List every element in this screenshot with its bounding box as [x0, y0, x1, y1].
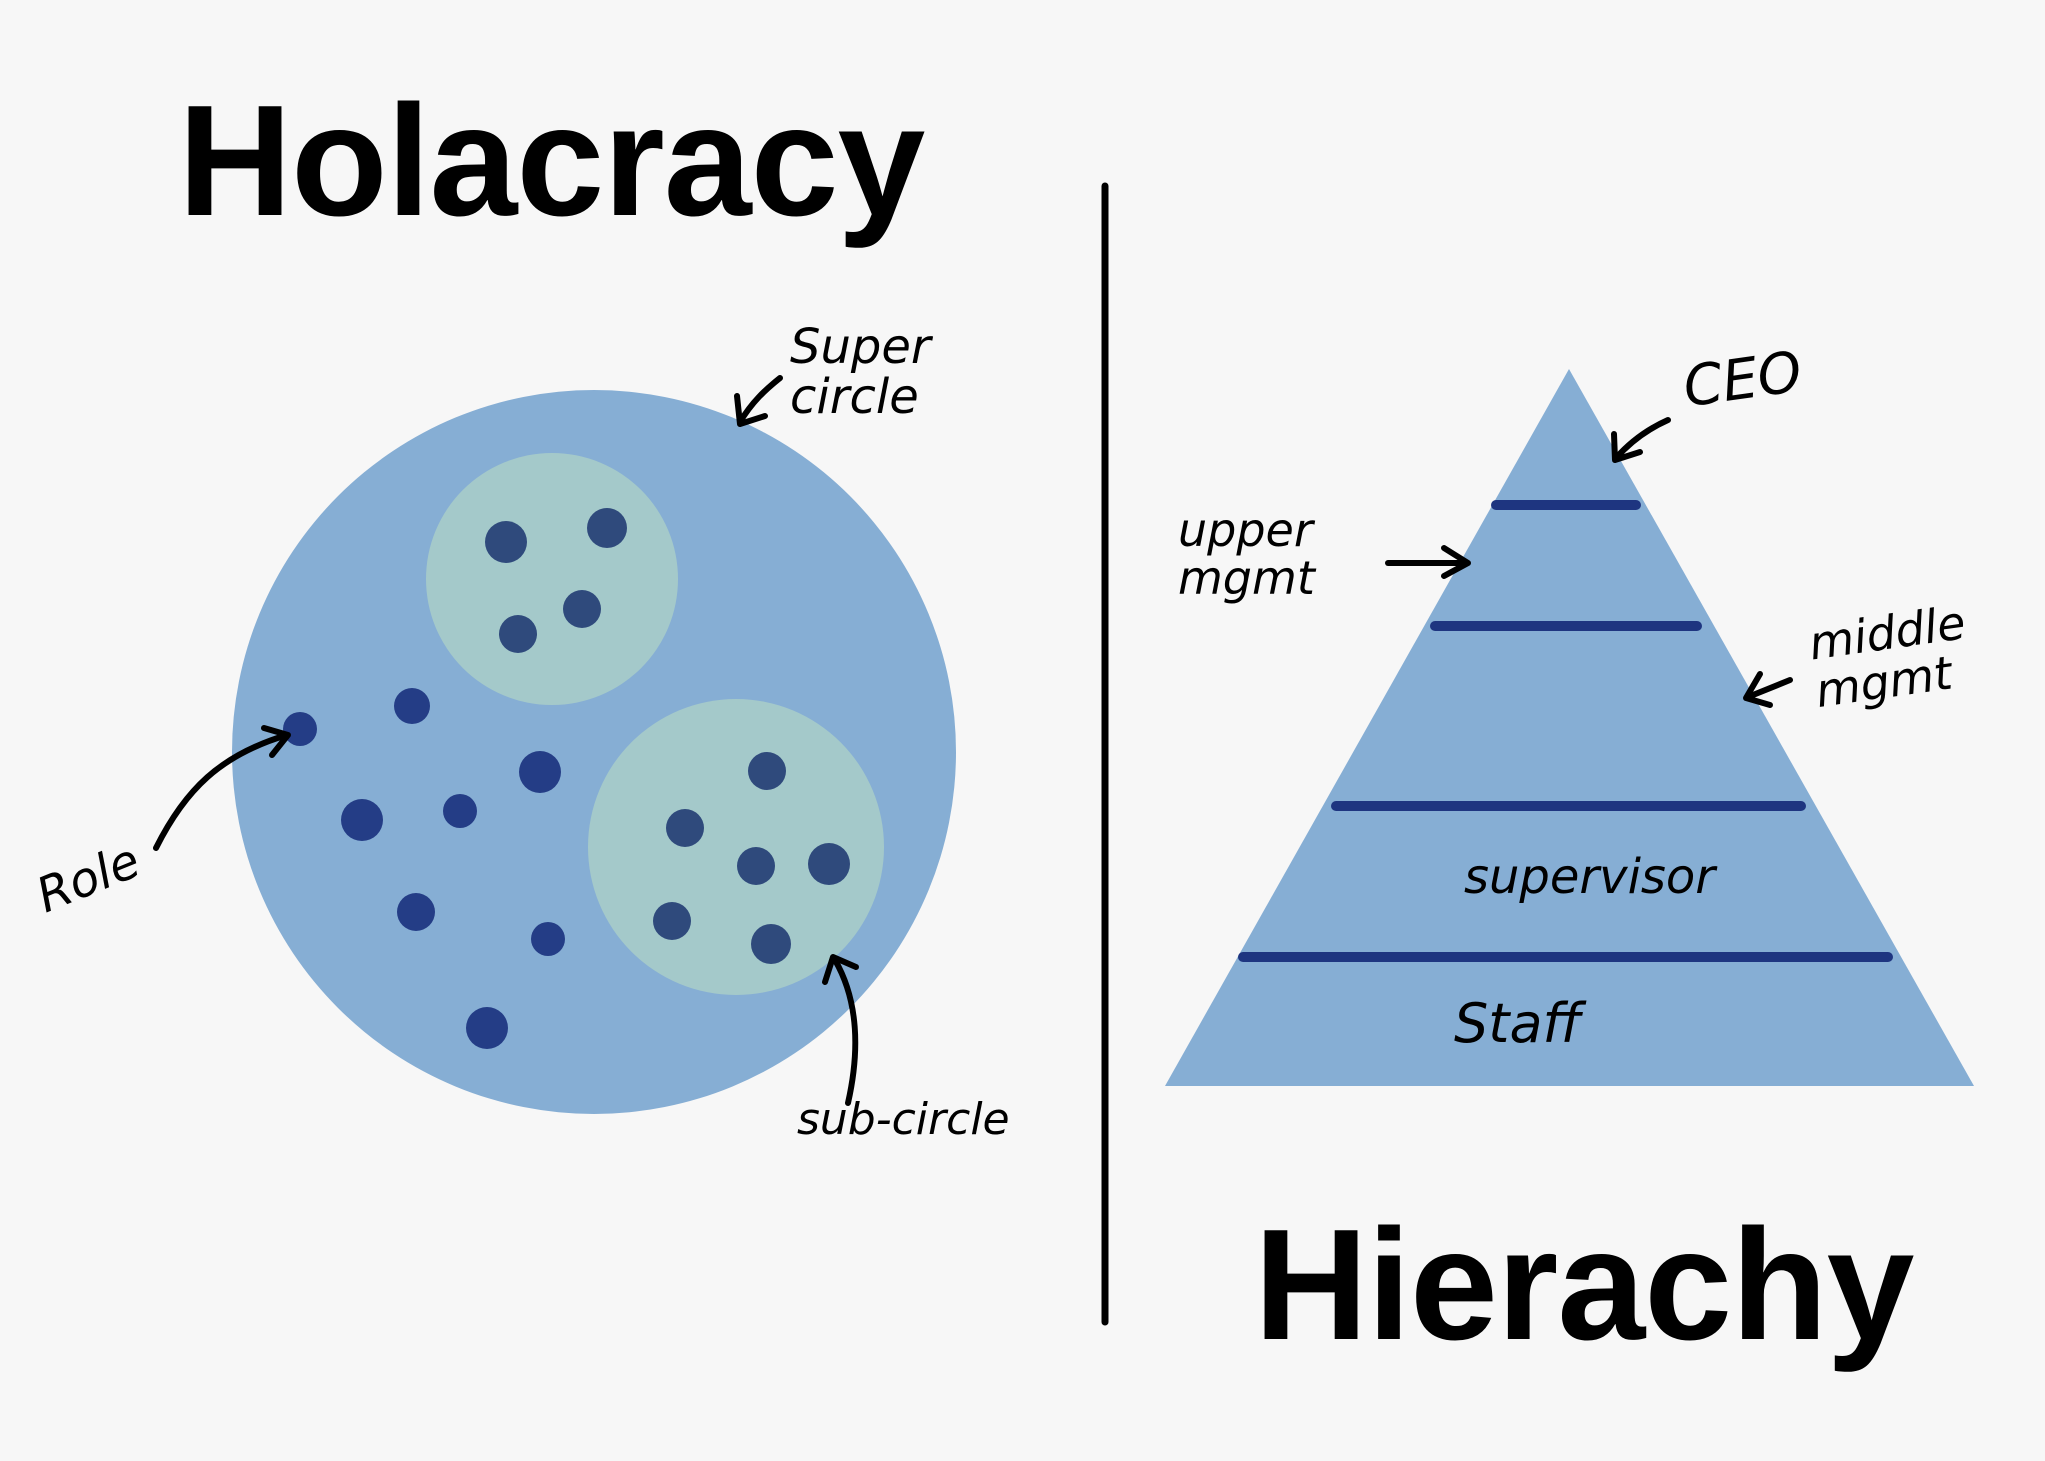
role-dot — [341, 799, 383, 841]
role-dot — [808, 843, 850, 885]
role-dot — [499, 615, 537, 653]
sub-circle-arrowhead — [822, 954, 859, 985]
holacracy-title: Holacracy — [178, 73, 925, 249]
role-dot — [394, 688, 430, 724]
role-dot — [443, 794, 477, 828]
role-arrow — [153, 732, 290, 851]
role-dot — [283, 712, 317, 746]
role-dot — [519, 751, 561, 793]
role-dot — [485, 521, 527, 563]
super-circle-arrowhead — [734, 393, 768, 427]
role-dot — [737, 847, 775, 885]
middle-mgmt-arrowhead — [1743, 671, 1773, 708]
role-dot — [587, 508, 627, 548]
staff-label: Staff — [1454, 992, 1582, 1055]
sub-circle-top — [426, 453, 678, 705]
middle-mgmt-label: middle mgmt — [1805, 595, 1969, 719]
supervisor-label: supervisor — [1464, 849, 1716, 905]
super-circle-arrow — [737, 375, 783, 425]
upper-mgmt-arrowhead — [1441, 545, 1471, 579]
sub-circle-top-roles — [485, 508, 627, 653]
role-dot — [666, 809, 704, 847]
tier-lines — [1238, 500, 1893, 962]
role-dot — [531, 922, 565, 956]
super-circle-roles — [283, 688, 565, 1049]
role-dot — [653, 902, 691, 940]
super-circle-label: Super circle — [790, 319, 931, 426]
role-dot — [397, 893, 435, 931]
sub-circle-label: sub-circle — [797, 1094, 1010, 1145]
ceo-arrowhead — [1611, 431, 1643, 463]
role-dot — [563, 590, 601, 628]
upper-mgmt-label: upper mgmt — [1178, 503, 1315, 606]
role-dot — [466, 1007, 508, 1049]
hierarchy-arrows — [1385, 417, 1793, 708]
ceo-arrow — [1613, 417, 1671, 461]
hierarchy-pyramid — [1165, 369, 1974, 1086]
role-dot — [748, 752, 786, 790]
role-dot — [751, 924, 791, 964]
sub-circle-arrow — [832, 957, 859, 1106]
sub-circle-bottom-roles — [653, 752, 850, 964]
hierarchy-title: Hierachy — [1254, 1197, 1914, 1373]
role-arrowhead — [261, 725, 291, 758]
middle-mgmt-arrow — [1745, 677, 1793, 700]
holacracy-arrows — [153, 375, 859, 1106]
